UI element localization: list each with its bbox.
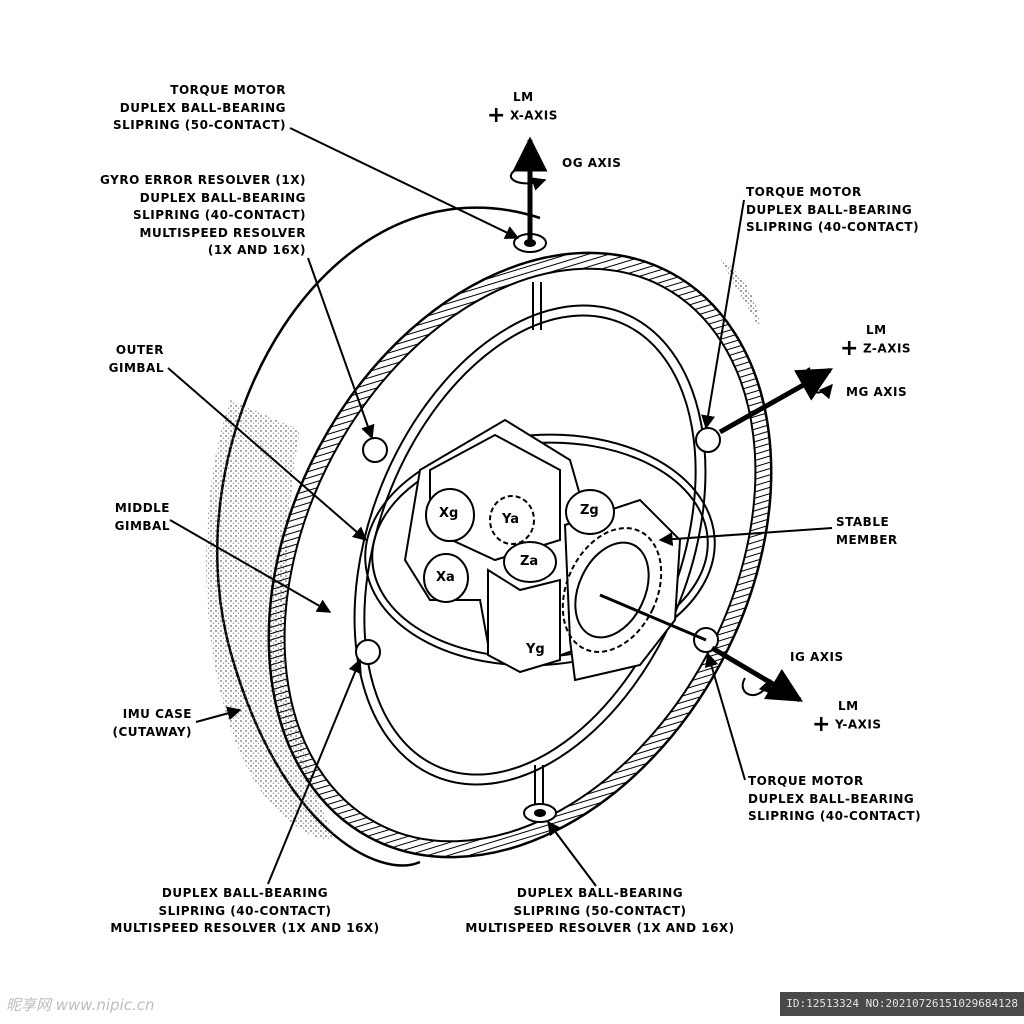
label-ig-axis: IG AXIS <box>790 650 844 664</box>
label-middle-gimbal: MIDDLE GIMBAL <box>114 501 170 533</box>
instrument-yg: Yg <box>526 642 545 657</box>
watermark-right: ID:12513324 NO:20210726151029684128 <box>780 992 1024 1016</box>
label-mg-axis: MG AXIS <box>846 385 908 399</box>
label-bottom-left-slipring: DUPLEX BALL-BEARING SLIPRING (40-CONTACT… <box>110 886 380 935</box>
instrument-xa: Xa <box>436 570 455 585</box>
label-torque-motor-top-right: TORQUE MOTOR DUPLEX BALL-BEARING SLIPRIN… <box>746 185 920 234</box>
shafts <box>532 282 544 805</box>
label-og-axis: OG AXIS <box>562 156 622 170</box>
instrument-xg: Xg <box>439 506 459 521</box>
label-bottom-center-slipring: DUPLEX BALL-BEARING SLIPRING (50-CONTACT… <box>465 886 735 935</box>
pivot-points <box>355 233 721 823</box>
label-imu-case: IMU CASE (CUTAWAY) <box>112 707 192 739</box>
label-x-axis: LM +X-AXIS <box>487 90 558 128</box>
instrument-za: Za <box>520 554 539 569</box>
watermark-left: 昵享网 www.nipic.cn <box>6 996 155 1014</box>
label-torque-motor-bottom-right: TORQUE MOTOR DUPLEX BALL-BEARING SLIPRIN… <box>748 774 922 823</box>
instrument-ya: Ya <box>502 512 519 527</box>
label-torque-motor-top-left: TORQUE MOTOR DUPLEX BALL-BEARING SLIPRIN… <box>112 83 286 132</box>
instrument-zg: Zg <box>580 503 599 518</box>
axis-arrows <box>509 136 834 703</box>
stable-member <box>403 418 707 682</box>
label-stable-member: STABLE MEMBER <box>836 515 898 547</box>
leader-lines <box>167 127 833 887</box>
instrument-circles <box>423 488 615 603</box>
label-gyro-error-resolver: GYRO ERROR RESOLVER (1X) DUPLEX BALL-BEA… <box>100 173 306 257</box>
label-y-axis: LM +Y-AXIS <box>812 699 882 737</box>
label-outer-gimbal: OUTER GIMBAL <box>108 343 164 375</box>
label-z-axis: LM +Z-AXIS <box>840 323 912 361</box>
